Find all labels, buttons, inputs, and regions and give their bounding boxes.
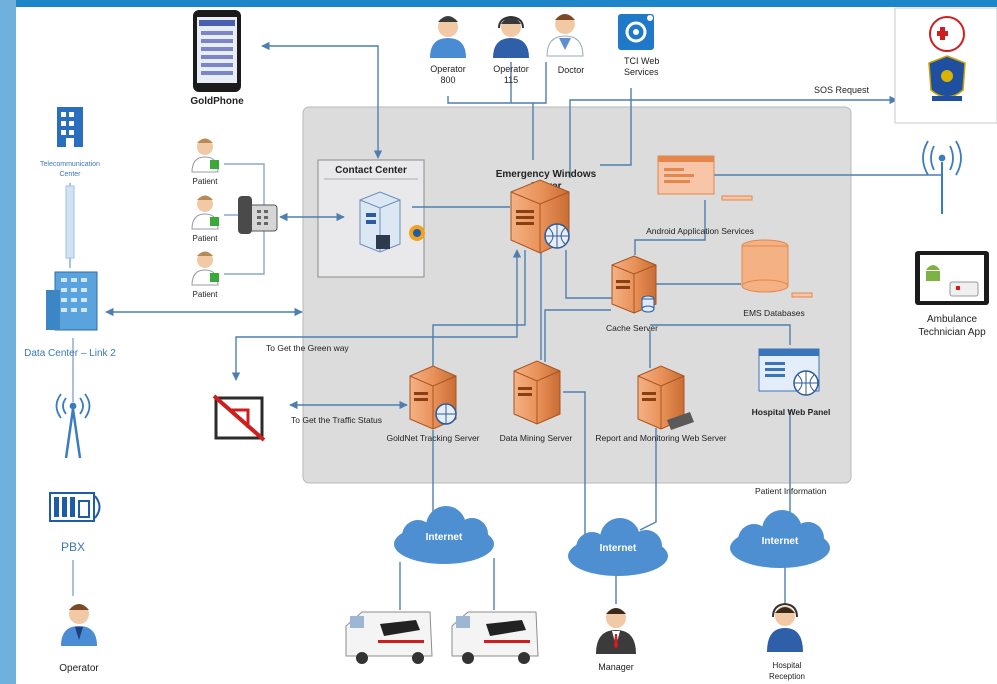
cache-datamining-link xyxy=(544,309,611,362)
ambulance-app-label-2: Technician App xyxy=(918,327,986,338)
doctor-icon xyxy=(546,14,584,57)
ambulance-2-icon xyxy=(451,611,539,664)
telecom-label-1: Telecommunication xyxy=(40,161,100,168)
cache-android-link xyxy=(634,200,706,255)
manager-icon xyxy=(596,608,636,654)
operator-115-label-1: Operator xyxy=(493,64,529,74)
green-way-link xyxy=(231,249,522,381)
goldphone-label: GoldPhone xyxy=(190,96,244,107)
top-frame-bar xyxy=(0,0,997,7)
tci-link xyxy=(600,88,632,166)
android-services-icon xyxy=(657,155,753,201)
operator-800-label-1: Operator xyxy=(430,64,466,74)
operator-icon xyxy=(61,604,97,646)
sos-request-label: SOS Request xyxy=(814,85,870,95)
internet-ambulances-link xyxy=(399,558,495,610)
ews-cache-link xyxy=(565,250,612,299)
operator-115-label-2: 115 xyxy=(504,75,518,85)
cache-server-label: Cache Server xyxy=(606,323,658,333)
red-crescent-icon xyxy=(929,16,965,52)
ambulance-1-icon xyxy=(345,611,433,664)
android-services-label: Android Application Services xyxy=(646,226,754,236)
hospital-reception-label-1: Hospital xyxy=(773,661,802,670)
ambulance-app-label-1: Ambulance xyxy=(927,314,977,325)
contact-center-badge-icon xyxy=(409,225,425,241)
connections xyxy=(69,41,942,610)
datamining-internet-link xyxy=(563,391,586,548)
report-monitoring-label: Report and Monitoring Web Server xyxy=(595,433,726,443)
pbx-antenna-icon xyxy=(55,393,91,459)
telecom-building-icon xyxy=(57,107,83,147)
telecom-cable xyxy=(65,185,75,259)
cache-hospital-link xyxy=(650,324,791,345)
internet-2-label: Internet xyxy=(600,543,637,554)
ems-databases-label: EMS Databases xyxy=(743,308,804,318)
data-center-label: Data Center – Link 2 xyxy=(24,348,116,359)
hospital-web-panel-label: Hospital Web Panel xyxy=(752,407,831,417)
internet-1-label: Internet xyxy=(426,532,463,543)
data-center-icon xyxy=(46,271,98,331)
telecom-label-2: Center xyxy=(59,171,81,178)
contact-center-server-icon xyxy=(359,191,401,253)
ems-databases-icon xyxy=(741,239,813,298)
hospital-reception-icon xyxy=(767,602,803,652)
police-badge-icon xyxy=(928,55,966,101)
tci-label-1: TCI Web xyxy=(624,56,659,66)
contact-center-label: Contact Center xyxy=(335,165,407,176)
hospital-reception-label-2: Reception xyxy=(769,672,805,681)
data-mining-server-icon xyxy=(513,360,561,425)
traffic-status-label: To Get the Traffic Status xyxy=(291,415,382,425)
sos-request-link xyxy=(569,95,898,178)
operator-115-icon xyxy=(493,15,529,58)
green-way-label: To Get the Green way xyxy=(266,343,349,353)
traffic-control-icon xyxy=(212,394,266,442)
ews-goldnet-link xyxy=(432,250,526,368)
cache-server-icon xyxy=(611,255,657,314)
patient-information-label: Patient Information xyxy=(755,486,827,496)
goldphone-link xyxy=(261,41,383,159)
internet-3-label: Internet xyxy=(762,536,799,547)
internet-cloud-1-icon xyxy=(394,506,494,564)
left-frame-bar xyxy=(0,0,16,684)
internet-cloud-3-icon xyxy=(730,510,830,568)
doctor-label: Doctor xyxy=(558,65,585,75)
tci-label-2: Services xyxy=(624,67,659,77)
patient-label-3: Patient xyxy=(193,290,219,299)
patient-icon-1 xyxy=(191,138,219,173)
patient-icon-2 xyxy=(191,195,219,230)
operator-label: Operator xyxy=(59,663,99,674)
internet-cloud-2-icon xyxy=(568,518,668,576)
report-internet-link xyxy=(639,428,657,531)
report-monitoring-server-icon xyxy=(637,365,694,430)
hospital-web-panel-icon xyxy=(758,348,820,396)
operator-800-icon xyxy=(430,16,466,58)
patient-icon-3 xyxy=(191,251,219,286)
emergency-windows-server-icon xyxy=(510,179,570,254)
pbx-icon xyxy=(49,492,101,522)
manager-label: Manager xyxy=(598,662,634,672)
pbx-label: PBX xyxy=(61,540,85,554)
tci-web-services-icon xyxy=(618,14,654,50)
ambulance-antenna-icon xyxy=(922,140,962,214)
patient-label-1: Patient xyxy=(193,177,219,186)
ambulance-app-tablet-icon xyxy=(915,251,989,305)
patient-label-2: Patient xyxy=(193,234,219,243)
data-mining-label: Data Mining Server xyxy=(500,433,573,443)
desk-phone-icon xyxy=(238,196,278,234)
goldnet-label: GoldNet Tracking Server xyxy=(386,433,479,443)
operator-800-label-2: 800 xyxy=(440,75,455,85)
goldnet-tracking-server-icon xyxy=(409,365,457,430)
goldphone-icon xyxy=(193,10,241,92)
ews-label-1: Emergency Windows xyxy=(496,169,597,180)
operators-bus xyxy=(447,62,547,104)
